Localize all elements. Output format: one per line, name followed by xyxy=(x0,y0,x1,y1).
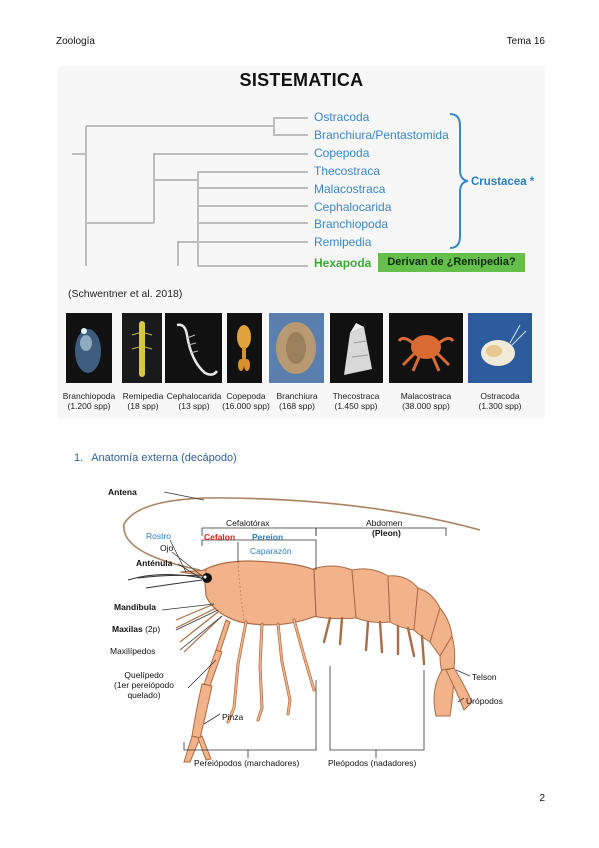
label-caparazon: Caparazón xyxy=(250,546,292,556)
photo-malacostraca xyxy=(389,313,463,383)
figure-title: SISTEMATICA xyxy=(239,70,364,90)
photo-branchiura xyxy=(269,313,324,383)
caption-branchiopoda: Branchiopoda(1.200 spp) xyxy=(62,391,116,411)
taxon-branchiopoda: Branchiopoda xyxy=(314,217,389,231)
crustacea-label: Crustacea * xyxy=(471,176,535,188)
label-pereion: Pereion xyxy=(252,532,284,542)
header-topic: Tema 16 xyxy=(506,36,545,47)
section-title: Anatomía externa (decápodo) xyxy=(91,452,237,464)
taxon-copepoda: Copepoda xyxy=(314,146,370,160)
label-rostro: Rostro xyxy=(146,531,172,541)
derivan-box: Derivan de ¿Remipedia? xyxy=(378,253,525,272)
photo-copepoda xyxy=(227,313,262,383)
label-maxilas-note: (2p) xyxy=(145,624,161,634)
caption-branchiura: Branchiura(168 spp) xyxy=(276,391,318,411)
systematics-figure: SISTEMATICA Ostracoda Branchiura/Pentast… xyxy=(58,66,545,418)
label-antenula: Anténula xyxy=(136,558,173,568)
section-heading: 1. Anatomía externa (decápodo) xyxy=(74,452,237,464)
photo-ostracoda xyxy=(468,313,532,383)
label-telson: Telson xyxy=(472,672,497,682)
section-number: 1. xyxy=(74,452,84,464)
decapod-illustration xyxy=(123,491,481,763)
citation: (Schwentner et al. 2018) xyxy=(68,288,183,300)
label-maxilipedos: Maxilípedos xyxy=(110,646,156,656)
caption-ostracoda: Ostracoda(1.300 spp) xyxy=(478,391,522,411)
taxon-remipedia: Remipedia xyxy=(314,235,372,249)
header-subject: Zoología xyxy=(56,36,95,47)
label-maxilas-text: Maxilas xyxy=(112,624,143,634)
label-cefalotorax: Cefalotórax xyxy=(226,518,270,528)
label-ojo: Ojo xyxy=(160,543,174,553)
taxon-thecostraca: Thecostraca xyxy=(314,164,381,178)
taxon-malacostraca: Malacostraca xyxy=(314,182,386,196)
label-uropodos: Urópodos xyxy=(466,696,503,706)
caption-thecostraca: Thecostraca(1.450 spp) xyxy=(332,391,380,411)
taxon-ostracoda: Ostracoda xyxy=(314,110,370,124)
label-abdomen: Abdomen xyxy=(366,518,403,528)
page-number: 2 xyxy=(539,793,545,804)
label-cefalon: Cefalon xyxy=(204,532,236,542)
label-pereiopodos: Pereiópodos (marchadores) xyxy=(194,758,300,768)
photo-branchiopoda xyxy=(66,313,112,383)
label-antena: Antena xyxy=(108,487,137,497)
taxon-cephalocarida: Cephalocarida xyxy=(314,200,392,214)
cladogram-tree xyxy=(72,113,469,267)
label-mandibula: Mandíbula xyxy=(114,602,157,612)
decapod-anatomy-figure: Antena Rostro Ojo Anténula Cefalotórax C… xyxy=(80,470,520,775)
label-maxilas: Maxilas (2p) xyxy=(112,624,160,634)
photo-cephalocarida xyxy=(165,313,222,383)
photo-remipedia xyxy=(122,313,162,383)
taxon-branchiura: Branchiura/Pentastomida xyxy=(314,128,449,142)
taxon-hexapoda: Hexapoda xyxy=(314,256,372,270)
caption-cephalocarida: Cephalocarida(13 spp) xyxy=(166,391,222,411)
label-pleon: (Pleon) xyxy=(372,528,401,538)
label-pinza: Pinza xyxy=(222,712,244,722)
caption-malacostraca: Malacostraca(38.000 spp) xyxy=(400,391,452,411)
caption-remipedia: Remipedia(18 spp) xyxy=(122,391,164,411)
photo-thecostraca xyxy=(330,313,383,383)
caption-copepoda: Copepoda(16.000 spp) xyxy=(222,391,270,411)
label-pleopodos: Pleópodos (nadadores) xyxy=(328,758,417,768)
